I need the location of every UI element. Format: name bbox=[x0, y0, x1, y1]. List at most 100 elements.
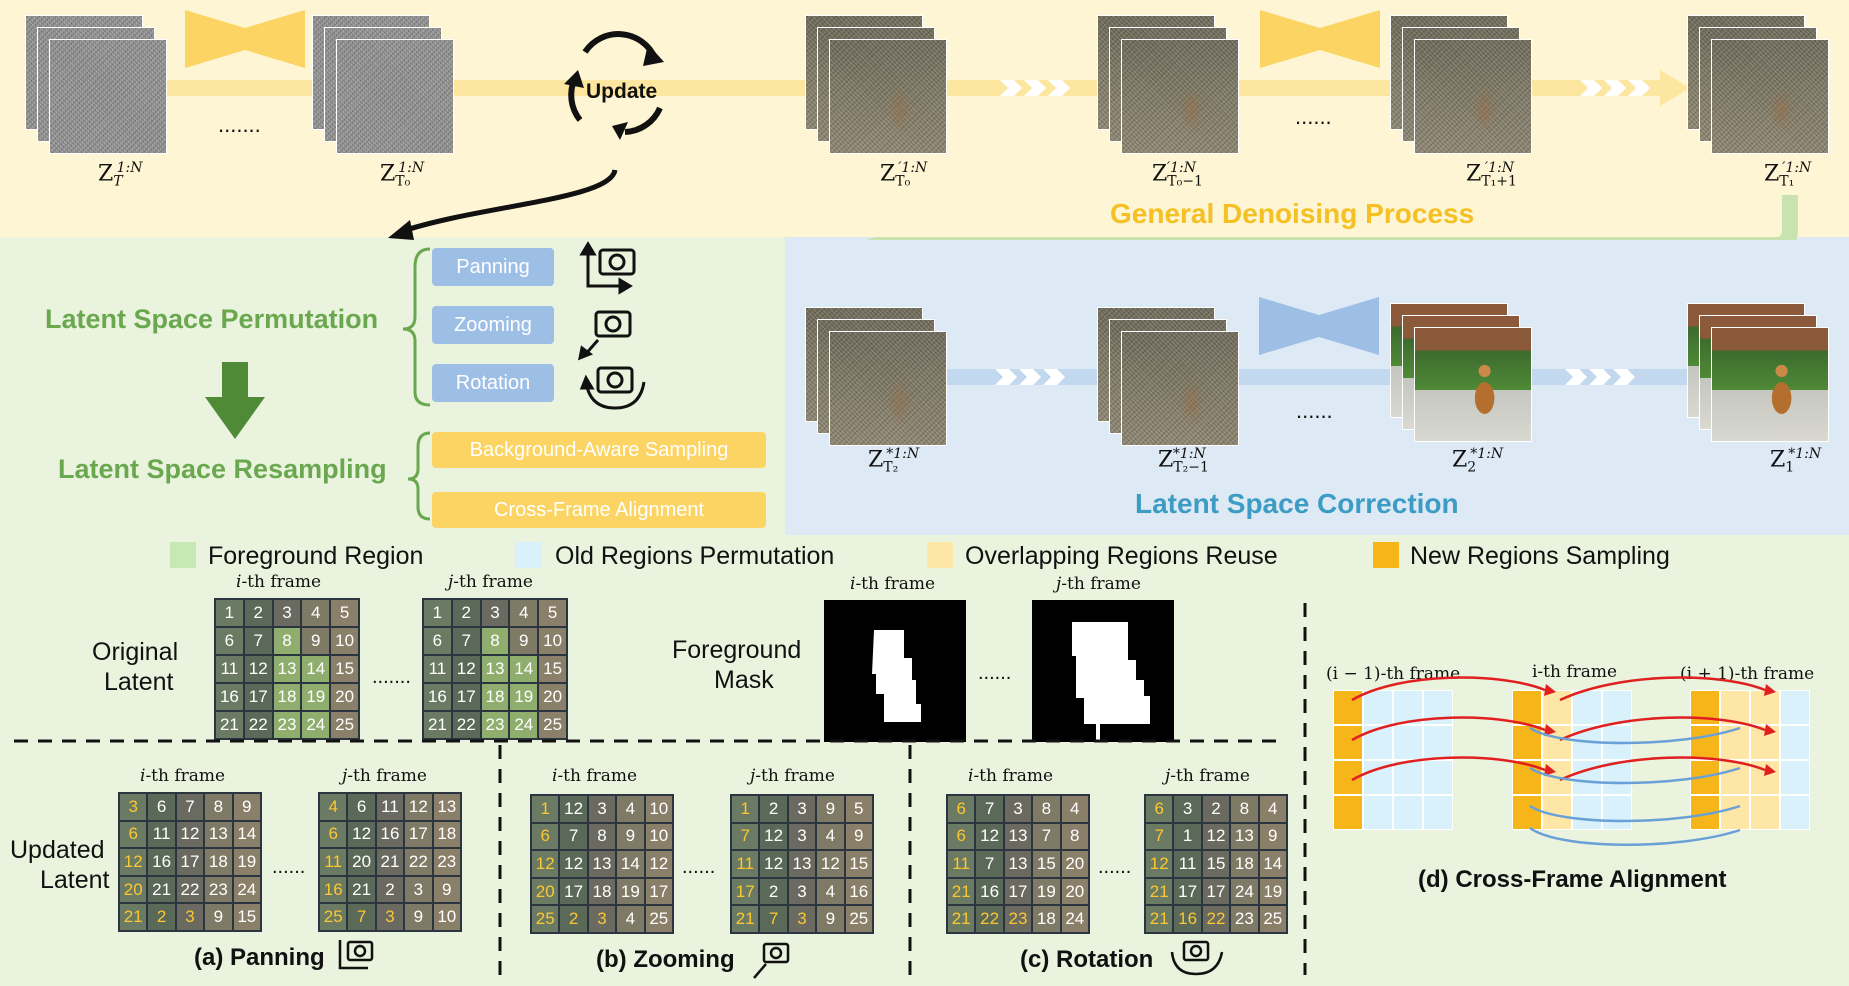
grid-cell: 18 bbox=[588, 878, 616, 905]
grid-cell: 15 bbox=[845, 851, 872, 877]
grid-cell: 11 bbox=[148, 821, 175, 848]
grid-cell: 15 bbox=[331, 656, 358, 682]
cross-frame-alignment-pill: Cross-Frame Alignment bbox=[432, 492, 766, 528]
panning-camera-icon bbox=[579, 241, 636, 295]
grid-cell: 19 bbox=[1259, 878, 1286, 905]
grid-cell: 19 bbox=[510, 684, 538, 710]
grid-cell: 16 bbox=[320, 876, 347, 903]
latent-stack-zT0m1-prime bbox=[1097, 15, 1247, 165]
original-label-2: Latent bbox=[104, 668, 174, 696]
grid-cell: 3 bbox=[788, 796, 816, 822]
grid-cell: 12 bbox=[976, 823, 1003, 850]
caption-zooming-camera-icon bbox=[753, 942, 790, 979]
grid-cell: 20 bbox=[532, 878, 559, 905]
grid-cell: 17 bbox=[405, 821, 432, 848]
grid-cell: 17 bbox=[1174, 878, 1201, 905]
grid-cell: 9 bbox=[205, 904, 232, 930]
legend-swatch-foreground bbox=[170, 542, 196, 568]
green-down-arrow-stem bbox=[222, 362, 248, 400]
latent-space-correction-title: Latent Space Correction bbox=[1135, 488, 1459, 519]
grid-cell: 5 bbox=[845, 796, 872, 822]
grid-cell: 2 bbox=[760, 878, 787, 905]
grid-cell: 12 bbox=[532, 851, 559, 877]
latent-stack-zT2 bbox=[805, 307, 955, 457]
caption-cross-frame: (d) Cross-Frame Alignment bbox=[1418, 866, 1727, 893]
grid-cell: 14 bbox=[1259, 851, 1286, 877]
grid-cell: 16 bbox=[1174, 906, 1201, 932]
image-stack-z1 bbox=[1687, 303, 1837, 453]
grid-cell: 19 bbox=[302, 684, 330, 710]
grid-cell: 20 bbox=[348, 849, 375, 875]
original-frame-j-label: j-th frame bbox=[448, 572, 533, 592]
permutation-panel-background bbox=[0, 237, 785, 535]
grid-cell: 20 bbox=[1061, 851, 1088, 877]
grid-cell: 12 bbox=[120, 849, 147, 875]
grid-cell: 15 bbox=[233, 904, 260, 930]
zooming-pill: Zooming bbox=[432, 306, 554, 344]
grid-cell: 23 bbox=[273, 712, 301, 738]
grid-cell: 21 bbox=[732, 906, 759, 932]
mask-label-1: Foreground bbox=[672, 636, 802, 664]
grid-cell: 21 bbox=[948, 906, 975, 932]
grid-cell: 2 bbox=[452, 600, 480, 626]
grid-cell: 1 bbox=[1174, 823, 1201, 850]
grid-cell: 22 bbox=[176, 876, 204, 903]
grid-cell: 13 bbox=[1004, 823, 1032, 850]
grid-cell: 17 bbox=[244, 684, 272, 710]
grid-cell: 19 bbox=[233, 849, 260, 875]
grid-cell: 8 bbox=[273, 628, 301, 654]
latent-stack-zT bbox=[25, 15, 175, 165]
rotation-frame-i-label: i-th frame bbox=[968, 766, 1054, 786]
grid-cell: 12 bbox=[348, 821, 375, 848]
grid-cell: 7 bbox=[976, 851, 1003, 877]
correction-panel-background bbox=[785, 237, 1849, 535]
grid-cell: 2 bbox=[148, 904, 175, 930]
panning-frame-i-label: i-th frame bbox=[140, 766, 226, 786]
grid-cell: 1 bbox=[216, 600, 243, 626]
latent-stack-zT0 bbox=[312, 15, 462, 165]
latent-stack-zT1-prime bbox=[1687, 15, 1837, 165]
grid-cell: 12 bbox=[1202, 823, 1230, 850]
grid-cell: 13 bbox=[788, 851, 816, 877]
general-denoising-title: General Denoising Process bbox=[1110, 198, 1475, 229]
panning-frame-j-label: j-th frame bbox=[342, 766, 427, 786]
latent-stack-zT2m1 bbox=[1097, 307, 1247, 457]
grid-cell: 13 bbox=[481, 656, 509, 682]
grid-cell: 6 bbox=[148, 794, 175, 820]
zooming-camera-icon bbox=[578, 310, 632, 361]
grid-cell: 13 bbox=[1231, 823, 1258, 850]
grid-cell: 4 bbox=[817, 878, 844, 905]
label-zT0m1-prime: ZT₀−1′1:N bbox=[1152, 160, 1203, 190]
cf-red-arrows bbox=[1351, 676, 1766, 782]
encoder-shape bbox=[185, 10, 305, 68]
label-zT2m1-star: ZT₂−1*1:N bbox=[1158, 446, 1209, 476]
correction-decoder-shape bbox=[1259, 297, 1379, 355]
grid-cell: 5 bbox=[539, 600, 566, 626]
grid-cell: 9 bbox=[510, 628, 538, 654]
grid-cell: 8 bbox=[205, 794, 232, 820]
zooming-frame-i-label: i-th frame bbox=[552, 766, 638, 786]
grid-cell: 13 bbox=[433, 794, 460, 820]
grid-cell: 15 bbox=[1033, 851, 1060, 877]
grid-cell: 12 bbox=[560, 796, 587, 822]
grid-cell: 15 bbox=[1202, 851, 1230, 877]
label-z2-star: Z2*1:N bbox=[1452, 446, 1504, 476]
mask-j-image bbox=[1032, 600, 1174, 742]
legend-label-new: New Regions Sampling bbox=[1410, 542, 1670, 570]
grid-cell: 13 bbox=[588, 851, 616, 877]
grid-cell: 12 bbox=[405, 794, 432, 820]
grid-cell: 11 bbox=[424, 656, 451, 682]
grid-cell: 9 bbox=[405, 904, 432, 930]
grid-cell: 11 bbox=[376, 794, 404, 820]
grid-cell: 17 bbox=[1202, 878, 1230, 905]
legend-swatch-old bbox=[515, 542, 541, 568]
grid-cell: 24 bbox=[302, 712, 330, 738]
grid-cell: 8 bbox=[1231, 796, 1258, 822]
label-zT2-star: ZT₂*1:N bbox=[868, 446, 920, 476]
grid-cell: 3 bbox=[788, 823, 816, 850]
panning-dots: ...... bbox=[272, 856, 306, 878]
grid-cell: 3 bbox=[1004, 796, 1032, 822]
grid-cell: 6 bbox=[320, 821, 347, 848]
